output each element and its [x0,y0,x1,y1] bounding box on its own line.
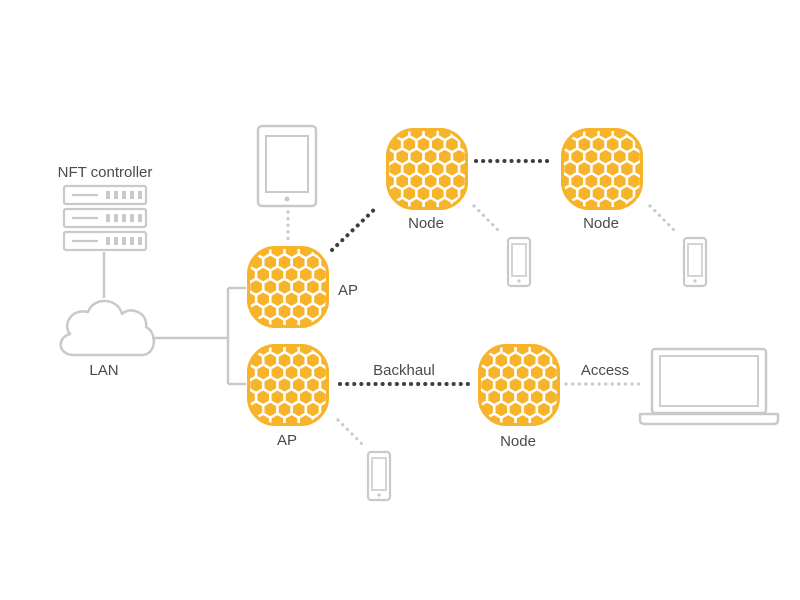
ap-top-to-node-link [330,204,380,252]
cloud-icon [59,299,155,357]
lan-label: LAN [89,362,118,379]
node-left-phone-link [472,204,504,236]
wired-links [102,252,246,386]
smartphone-icon [366,450,392,502]
smartphone-icon [682,236,708,288]
hive-outline [478,344,560,426]
access-links [286,204,680,450]
node-bottom-label: Node [500,433,536,450]
node-right-phone-link [648,204,680,236]
tablet-icon [256,124,318,208]
node-top-left-label: Node [408,215,444,232]
ap-bottom-phone-link [336,418,368,450]
controller-label: NFT controller [58,164,153,181]
hive-outline [247,246,329,328]
backhaul-label: Backhaul [373,362,435,379]
ap-bottom-label: AP [277,432,297,449]
backhaul-links [330,159,554,386]
hive-outline [561,128,643,210]
ap-top-label: AP [338,282,358,299]
server-rack-icon [62,184,148,252]
laptop-icon [638,347,780,426]
node-top-right-label: Node [583,215,619,232]
access-label: Access [581,362,629,379]
hive-nodes [247,128,643,426]
hive-outline [386,128,468,210]
hive-outline [247,344,329,426]
smartphone-icon [506,236,532,288]
